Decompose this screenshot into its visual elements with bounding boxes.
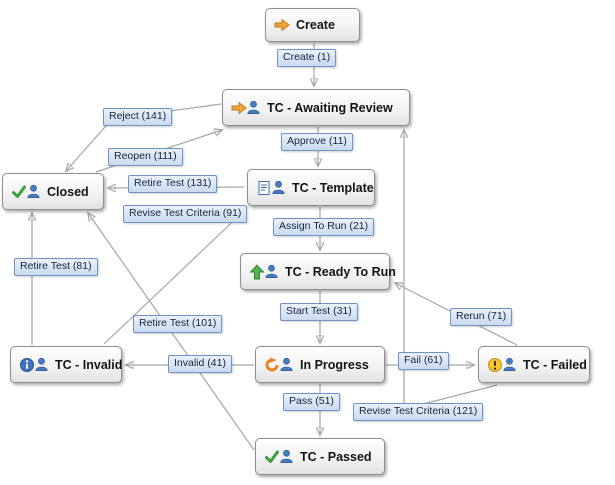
transition-label-revise-test-criteria-91[interactable]: Revise Test Criteria (91)	[123, 205, 248, 223]
green-check-icon	[11, 184, 27, 200]
person-icon	[34, 357, 49, 372]
node-tc-awaiting-review[interactable]: TC - Awaiting Review	[222, 89, 410, 126]
node-label: TC - Ready To Run	[285, 264, 396, 279]
progress-refresh-icon	[264, 357, 280, 373]
node-tc-ready-to-run[interactable]: TC - Ready To Run	[240, 253, 396, 290]
node-label: TC - Passed	[300, 449, 372, 464]
edge-revise-test-criteria-91	[103, 210, 245, 345]
node-in-progress[interactable]: In Progress	[255, 346, 385, 383]
green-up-arrow-icon	[249, 263, 265, 280]
node-label: Create	[296, 18, 335, 32]
transition-label-pass-51[interactable]: Pass (51)	[283, 393, 340, 411]
node-label: TC - Awaiting Review	[267, 100, 393, 115]
node-create[interactable]: Create	[265, 8, 360, 42]
node-label: TC - Template	[292, 180, 374, 195]
node-label: Closed	[47, 184, 89, 199]
node-tc-invalid[interactable]: TC - Invalid	[10, 346, 122, 383]
transition-label-retire-test-81[interactable]: Retire Test (81)	[14, 258, 98, 276]
transition-label-fail-61[interactable]: Fail (61)	[398, 352, 449, 370]
person-icon	[246, 100, 261, 115]
transition-label-reopen-111[interactable]: Reopen (111)	[108, 148, 183, 166]
node-label: In Progress	[300, 357, 369, 372]
document-icon	[256, 180, 272, 196]
transition-label-revise-test-criteria-121[interactable]: Revise Test Criteria (121)	[353, 403, 484, 421]
transition-label-reject-141[interactable]: Reject (141)	[103, 108, 173, 126]
person-icon	[279, 449, 294, 464]
node-label: TC - Failed	[523, 357, 587, 372]
node-closed[interactable]: Closed	[2, 173, 104, 210]
person-icon	[264, 264, 279, 279]
transition-label-create-1[interactable]: Create (1)	[277, 49, 337, 67]
transition-label-start-test-31[interactable]: Start Test (31)	[280, 303, 358, 321]
transition-label-approve-11[interactable]: Approve (11)	[281, 133, 353, 151]
person-icon	[271, 180, 286, 195]
node-tc-template[interactable]: TC - Template	[247, 169, 375, 206]
transition-label-invalid-41[interactable]: Invalid (41)	[168, 355, 232, 373]
green-check-icon	[264, 449, 280, 465]
orange-arrow-icon	[274, 17, 290, 33]
person-icon	[502, 357, 517, 372]
info-icon	[19, 357, 35, 373]
person-icon	[26, 184, 41, 199]
transition-label-assign-to-run-21[interactable]: Assign To Run (21)	[273, 218, 375, 236]
warning-icon	[487, 357, 503, 373]
node-tc-passed[interactable]: TC - Passed	[255, 438, 385, 475]
node-label: TC - Invalid	[55, 357, 123, 372]
person-icon	[279, 357, 294, 372]
transition-label-retire-test-131[interactable]: Retire Test (131)	[128, 175, 218, 193]
transition-label-rerun-71[interactable]: Rerun (71)	[450, 308, 513, 326]
node-tc-failed[interactable]: TC - Failed	[478, 346, 590, 383]
orange-arrow-icon	[231, 100, 247, 116]
transition-label-retire-test-101[interactable]: Retire Test (101)	[133, 315, 223, 333]
